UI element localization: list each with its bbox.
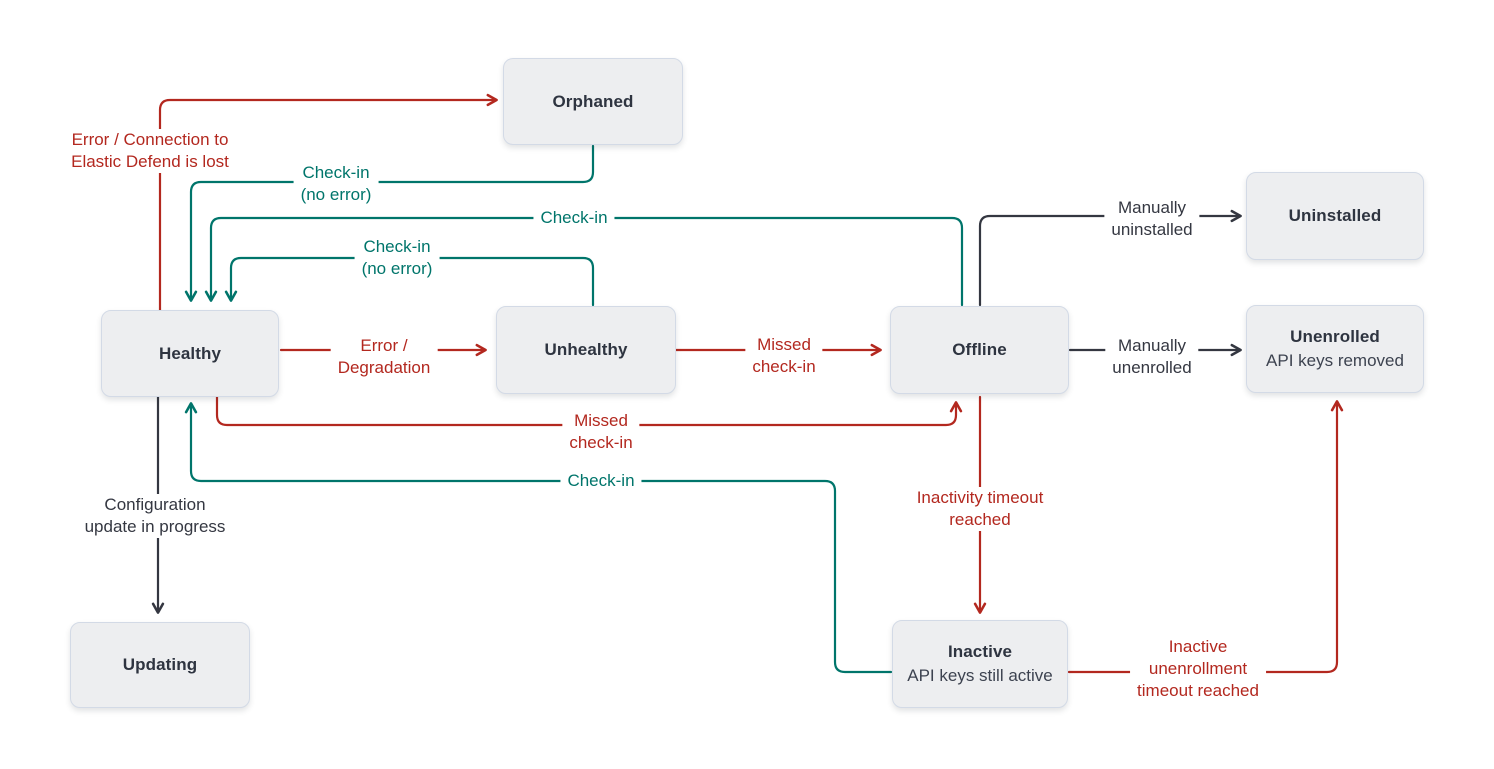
edge-label-orphaned-to-healthy: Check-in (no error) [293, 162, 379, 206]
node-updating-title: Updating [122, 655, 198, 674]
edge-label-unhealthy-to-offline: Missed check-in [745, 334, 823, 378]
edge-offline-to-healthy-arrow [204, 216, 964, 307]
node-uninstalled: Uninstalled [1246, 172, 1424, 260]
node-healthy-title: Healthy [158, 343, 222, 363]
edge-label-offline-to-uninstalled: Manually uninstalled [1104, 197, 1200, 241]
node-orphaned-title: Orphaned [552, 91, 634, 111]
node-unenrolled-subtitle: API keys removed [1266, 351, 1404, 370]
edge-label-offline-to-healthy: Check-in [533, 207, 615, 229]
edge-healthy-to-orphaned-arrow [158, 93, 498, 312]
node-inactive-title: Inactive [947, 642, 1013, 661]
node-inactive-subtitle: API keys still active [907, 666, 1053, 685]
node-unhealthy-title: Unhealthy [544, 340, 628, 359]
node-offline-title: Offline [952, 340, 1007, 359]
edge-label-offline-to-inactive: Inactivity timeout reached [909, 487, 1051, 531]
edge-label-healthy-to-offline: Missed check-in [562, 410, 640, 454]
node-offline: Offline [890, 306, 1069, 394]
node-healthy: Healthy [101, 310, 279, 397]
edge-label-inactive-to-unenrolled: Inactive unenrollment timeout reached [1130, 636, 1266, 702]
edge-label-healthy-to-updating: Configuration update in progress [77, 494, 233, 538]
edge-label-healthy-to-orphaned: Error / Connection to Elastic Defend is … [64, 129, 236, 173]
node-uninstalled-title: Uninstalled [1288, 206, 1382, 225]
node-unhealthy: Unhealthy [496, 306, 676, 394]
edge-orphaned-to-healthy-arrow [184, 144, 595, 302]
node-updating: Updating [70, 622, 250, 708]
edge-label-unhealthy-to-healthy: Check-in (no error) [354, 236, 440, 280]
node-orphaned: Orphaned [503, 58, 683, 145]
edge-label-offline-to-unenrolled: Manually unenrolled [1105, 335, 1199, 379]
edge-offline-to-uninstalled-arrow [978, 209, 1242, 307]
edge-label-healthy-to-unhealthy: Error / Degradation [330, 335, 438, 379]
node-unenrolled: Unenrolled API keys removed [1246, 305, 1424, 393]
node-inactive: Inactive API keys still active [892, 620, 1068, 708]
edge-inactive-to-healthy-arrow [184, 402, 893, 674]
edge-label-inactive-to-healthy: Check-in [560, 470, 642, 492]
node-unenrolled-title: Unenrolled [1290, 327, 1380, 346]
edge-inactive-to-unenrolled-arrow [1067, 400, 1344, 674]
